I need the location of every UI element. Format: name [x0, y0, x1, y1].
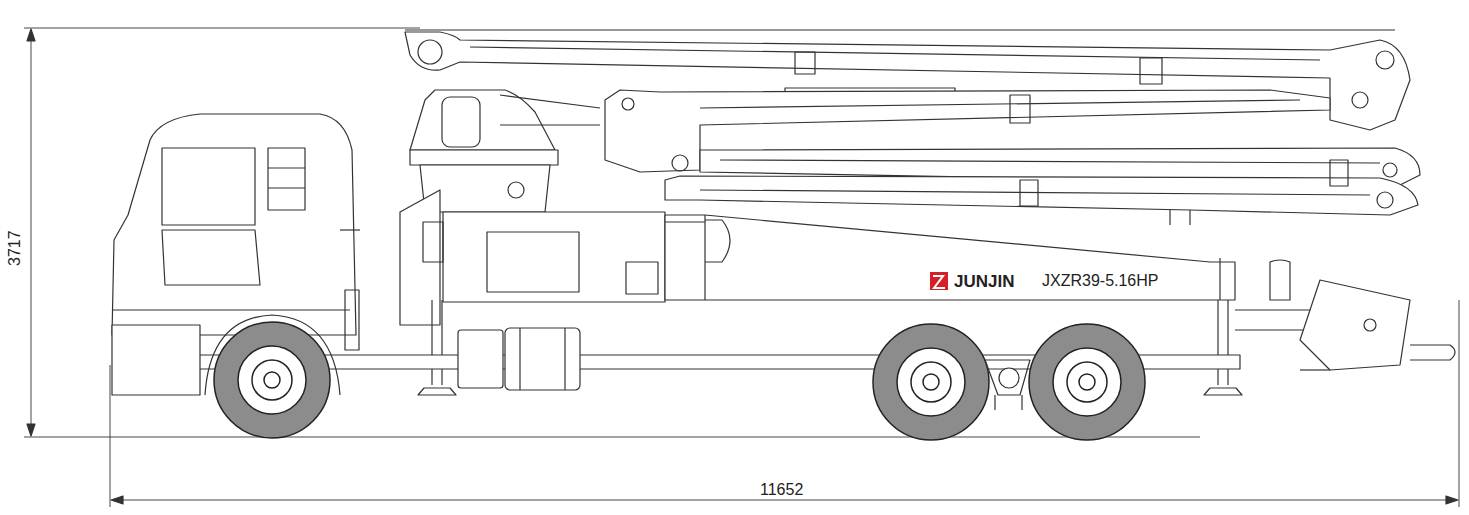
- height-dimension: 3717: [7, 228, 23, 268]
- height-dimension-holder: 3717: [7, 228, 23, 268]
- model-number: JXZR39-5.16HP: [1040, 273, 1161, 289]
- model-number-holder: JXZR39-5.16HP: [1040, 273, 1161, 289]
- brand-name-holder: JUNJIN: [952, 273, 1016, 290]
- length-dimension: 11652: [758, 482, 805, 498]
- brand-name: JUNJIN: [952, 273, 1016, 290]
- length-dimension-holder: 11652: [758, 482, 805, 498]
